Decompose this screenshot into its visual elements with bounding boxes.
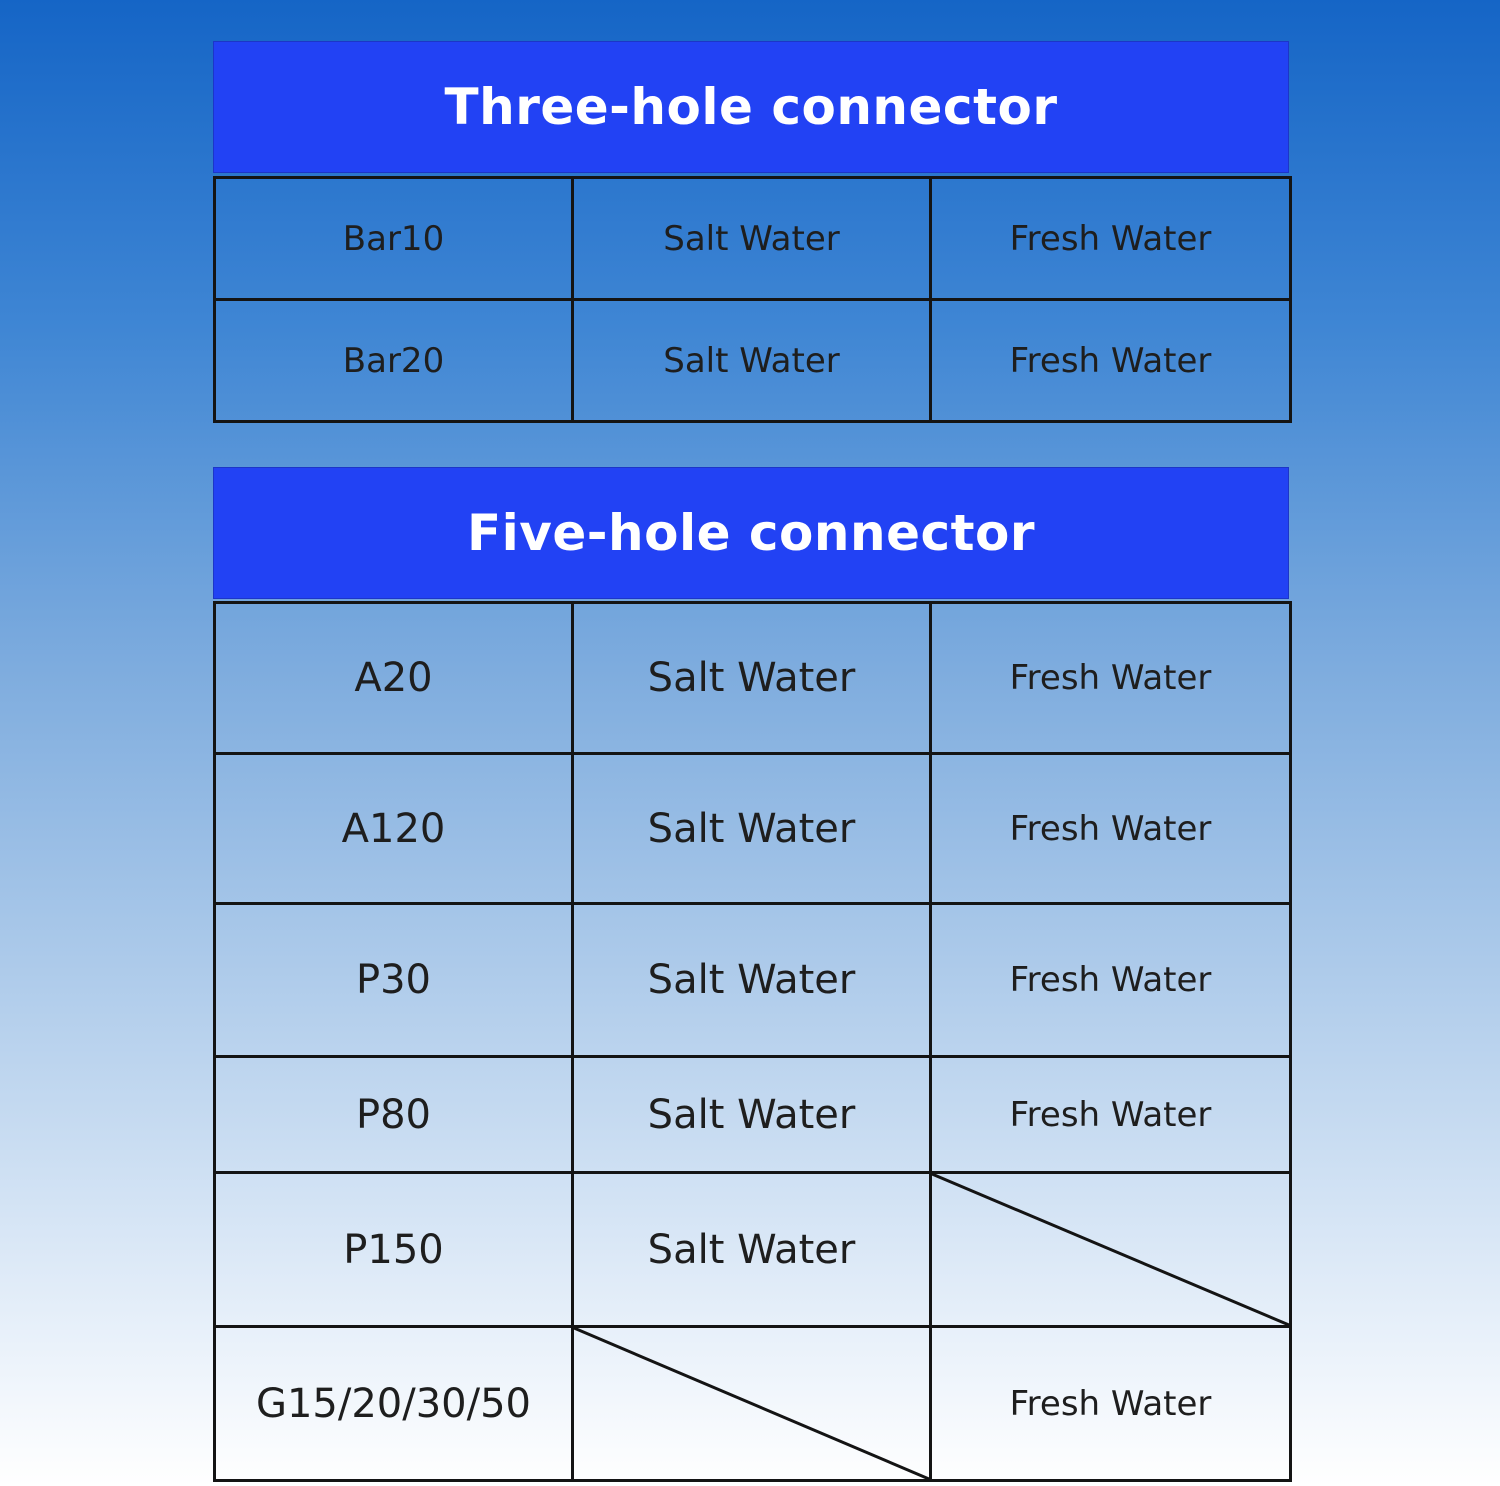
five-hole-connector-table: A20 Salt Water Fresh Water A120 Salt Wat… [213, 601, 1292, 1482]
diagonal-slash-icon [574, 1328, 929, 1479]
table-row: A120 Salt Water Fresh Water [213, 752, 1292, 905]
fresh-water-cell: Fresh Water [929, 902, 1292, 1058]
salt-water-cell: Salt Water [571, 601, 932, 755]
model-cell: A20 [213, 601, 574, 755]
fresh-water-cell: Fresh Water [929, 1055, 1292, 1174]
three-hole-connector-table: Bar10 Salt Water Fresh Water Bar20 Salt … [213, 176, 1292, 423]
table-row: P150 Salt Water [213, 1171, 1292, 1328]
table-row: P30 Salt Water Fresh Water [213, 902, 1292, 1058]
diagonal-slash-icon [932, 1174, 1289, 1325]
salt-water-cell: Salt Water [571, 176, 932, 301]
three-hole-connector-title: Three-hole connector [213, 41, 1289, 173]
salt-water-cell: Salt Water [571, 752, 932, 905]
fresh-water-cell: Fresh Water [929, 752, 1292, 905]
salt-water-cell: Salt Water [571, 1055, 932, 1174]
table-row: Bar10 Salt Water Fresh Water [213, 176, 1292, 301]
not-applicable-cell [929, 1171, 1292, 1328]
fresh-water-cell: Fresh Water [929, 176, 1292, 301]
salt-water-cell: Salt Water [571, 298, 932, 423]
fresh-water-cell: Fresh Water [929, 601, 1292, 755]
fresh-water-cell: Fresh Water [929, 298, 1292, 423]
five-hole-connector-title: Five-hole connector [213, 467, 1289, 599]
not-applicable-cell [571, 1325, 932, 1482]
table-row: A20 Salt Water Fresh Water [213, 601, 1292, 755]
model-cell: P80 [213, 1055, 574, 1174]
table-row: Bar20 Salt Water Fresh Water [213, 298, 1292, 423]
model-cell: Bar20 [213, 298, 574, 423]
model-cell: G15/20/30/50 [213, 1325, 574, 1482]
salt-water-cell: Salt Water [571, 902, 932, 1058]
fresh-water-cell: Fresh Water [929, 1325, 1292, 1482]
model-cell: P30 [213, 902, 574, 1058]
model-cell: Bar10 [213, 176, 574, 301]
table-row: P80 Salt Water Fresh Water [213, 1055, 1292, 1174]
table-row: G15/20/30/50 Fresh Water [213, 1325, 1292, 1482]
model-cell: A120 [213, 752, 574, 905]
model-cell: P150 [213, 1171, 574, 1328]
salt-water-cell: Salt Water [571, 1171, 932, 1328]
